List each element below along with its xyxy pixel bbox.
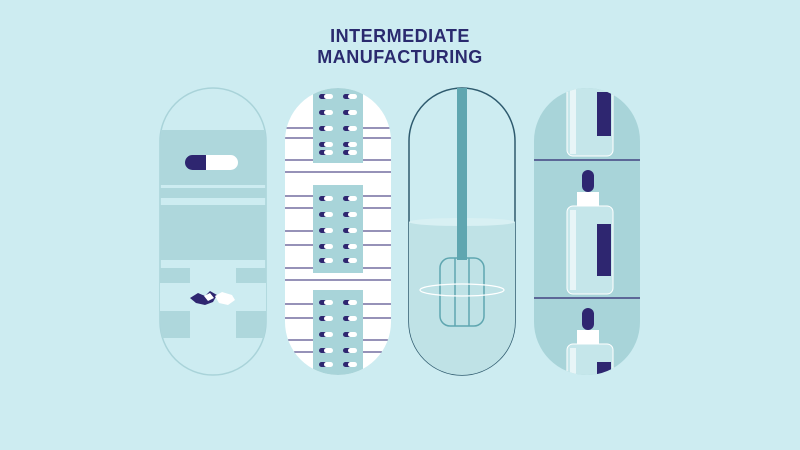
page-title: INTERMEDIATE MANUFACTURING [0,26,800,68]
dropper-bottle-panel [534,88,640,375]
blister-pack-panel [285,88,391,375]
mixer-shaft-icon [419,88,505,327]
capsule-icon [185,155,238,170]
mixing-tank-panel [408,87,516,376]
dropper-bottle-icon [566,170,614,295]
powder-particles-icon [190,291,235,305]
dropper-bottle-icon [566,88,614,157]
capsule-process-panel [159,87,267,376]
title-line-2: MANUFACTURING [317,47,483,67]
title-line-1: INTERMEDIATE [330,26,470,46]
